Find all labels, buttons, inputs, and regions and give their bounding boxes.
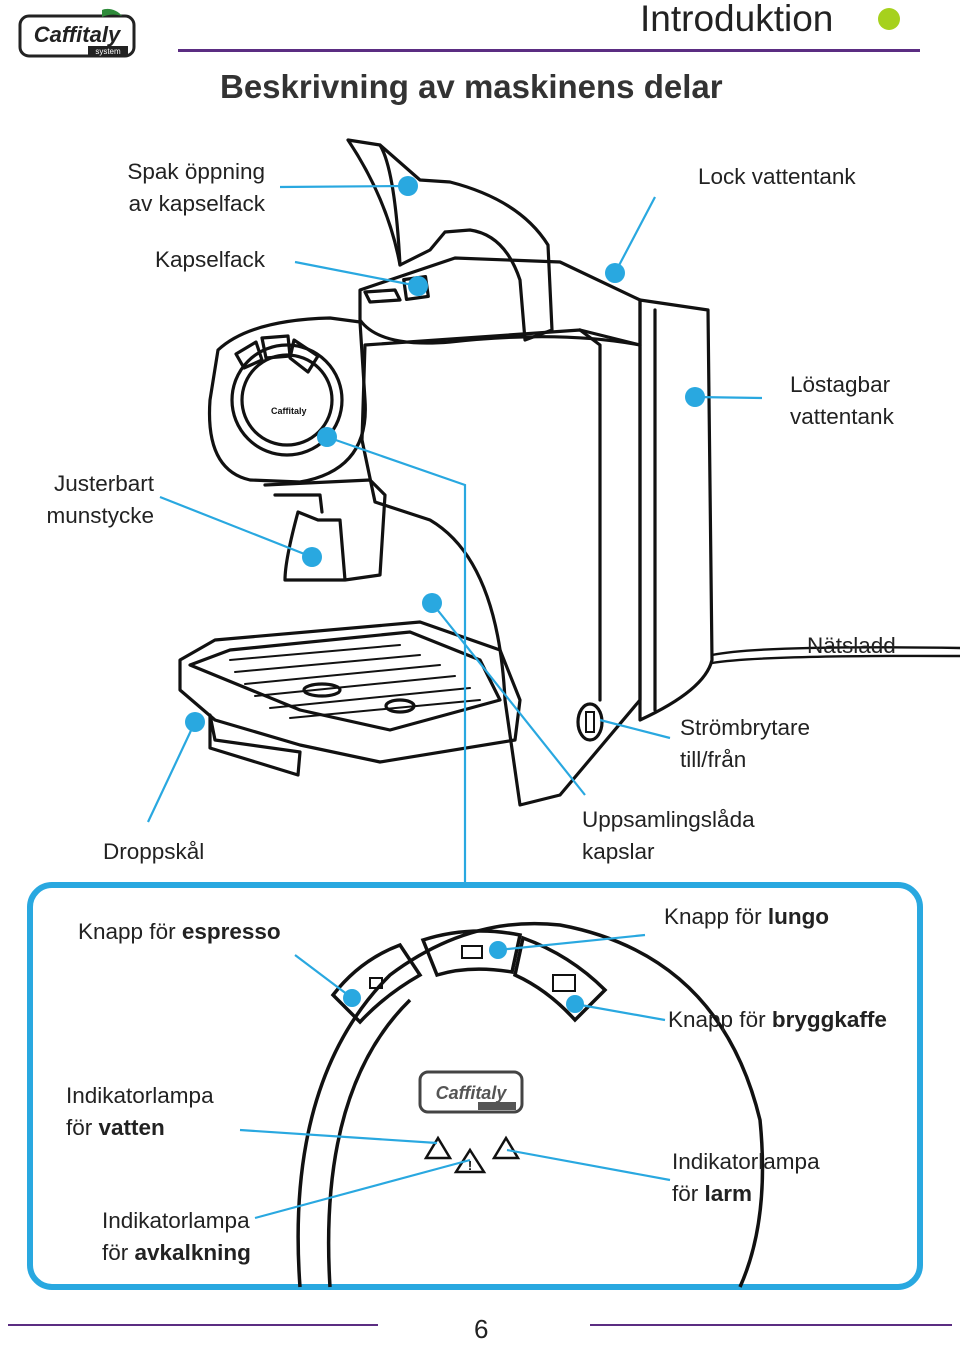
label-bryggkaffe-button: Knapp för bryggkaffe	[668, 1007, 887, 1032]
svg-text:Caffitaly: Caffitaly	[271, 406, 307, 416]
power-cord	[710, 646, 960, 657]
control-panel-disc	[296, 921, 765, 1288]
svg-text:system: system	[95, 47, 121, 56]
callout-dot-lungo	[489, 941, 507, 959]
label-vattentank: Löstagbar vattentank	[790, 372, 894, 429]
callout-dot-kapselfack	[408, 276, 428, 296]
callout-dot-tank	[685, 387, 705, 407]
callout-dot-munstycke	[302, 547, 322, 567]
top-body	[358, 256, 642, 347]
label-lock-vattentank: Lock vattentank	[698, 164, 856, 189]
label-munstycke: Justerbart munstycke	[46, 471, 154, 528]
svg-text:Caffitaly: Caffitaly	[34, 22, 122, 47]
espresso-button-shape	[330, 942, 423, 1025]
callout-dot-spak	[398, 176, 418, 196]
svg-text:!: !	[468, 1158, 472, 1173]
label-spak: Spak öppning av kapselfack	[127, 159, 265, 216]
callout-dot-droppskal	[185, 712, 205, 732]
brew-head	[207, 316, 367, 484]
page-number: 6	[474, 1314, 489, 1344]
label-strombrytare: Strömbrytare till/från	[680, 715, 811, 772]
header-rule	[178, 49, 920, 52]
callout-dot-bryggkaffe	[566, 995, 584, 1013]
main-body	[360, 328, 642, 807]
section-title: Introduktion	[640, 0, 834, 39]
label-natsladd: Nätsladd	[807, 633, 896, 658]
callout-dot-uppsamling	[422, 593, 442, 613]
lungo-button-shape	[420, 929, 523, 978]
callout-dot-panel	[317, 427, 337, 447]
svg-text:Caffitaly: Caffitaly	[436, 1083, 508, 1103]
panel-logo: Caffitaly	[418, 1070, 524, 1114]
label-vatten-lamp: Indikatorlampa för vatten	[66, 1083, 214, 1140]
water-tank	[638, 298, 714, 722]
caffitaly-logo: Caffitaly system	[18, 8, 136, 60]
label-droppskal: Droppskål	[103, 839, 205, 864]
descale-lamp-icon	[491, 1135, 521, 1160]
callout-dot-espresso	[343, 989, 361, 1007]
control-panel-frame	[27, 882, 923, 1290]
label-espresso-button: Knapp för espresso	[78, 919, 281, 944]
water-lamp-icon	[423, 1135, 453, 1160]
drip-tray	[178, 620, 522, 764]
label-avkalkning-lamp: Indikatorlampa för avkalkning	[102, 1208, 251, 1265]
label-uppsamlingslada: Uppsamlingslåda kapslar	[582, 807, 755, 864]
section-dot-icon	[878, 8, 900, 30]
page-heading: Beskrivning av maskinens delar	[220, 68, 723, 105]
power-switch	[576, 702, 604, 742]
footer-rule-right	[590, 1324, 952, 1326]
footer-rule-left	[8, 1324, 378, 1326]
nozzle	[263, 478, 387, 582]
lever-outline	[346, 138, 554, 342]
label-kapselfack: Kapselfack	[154, 247, 265, 272]
callout-dot-lock	[605, 263, 625, 283]
label-lungo-button: Knapp för lungo	[664, 904, 830, 929]
label-larm-lamp: Indikatorlampa för larm	[672, 1149, 820, 1206]
brewed-button-shape	[512, 935, 608, 1023]
